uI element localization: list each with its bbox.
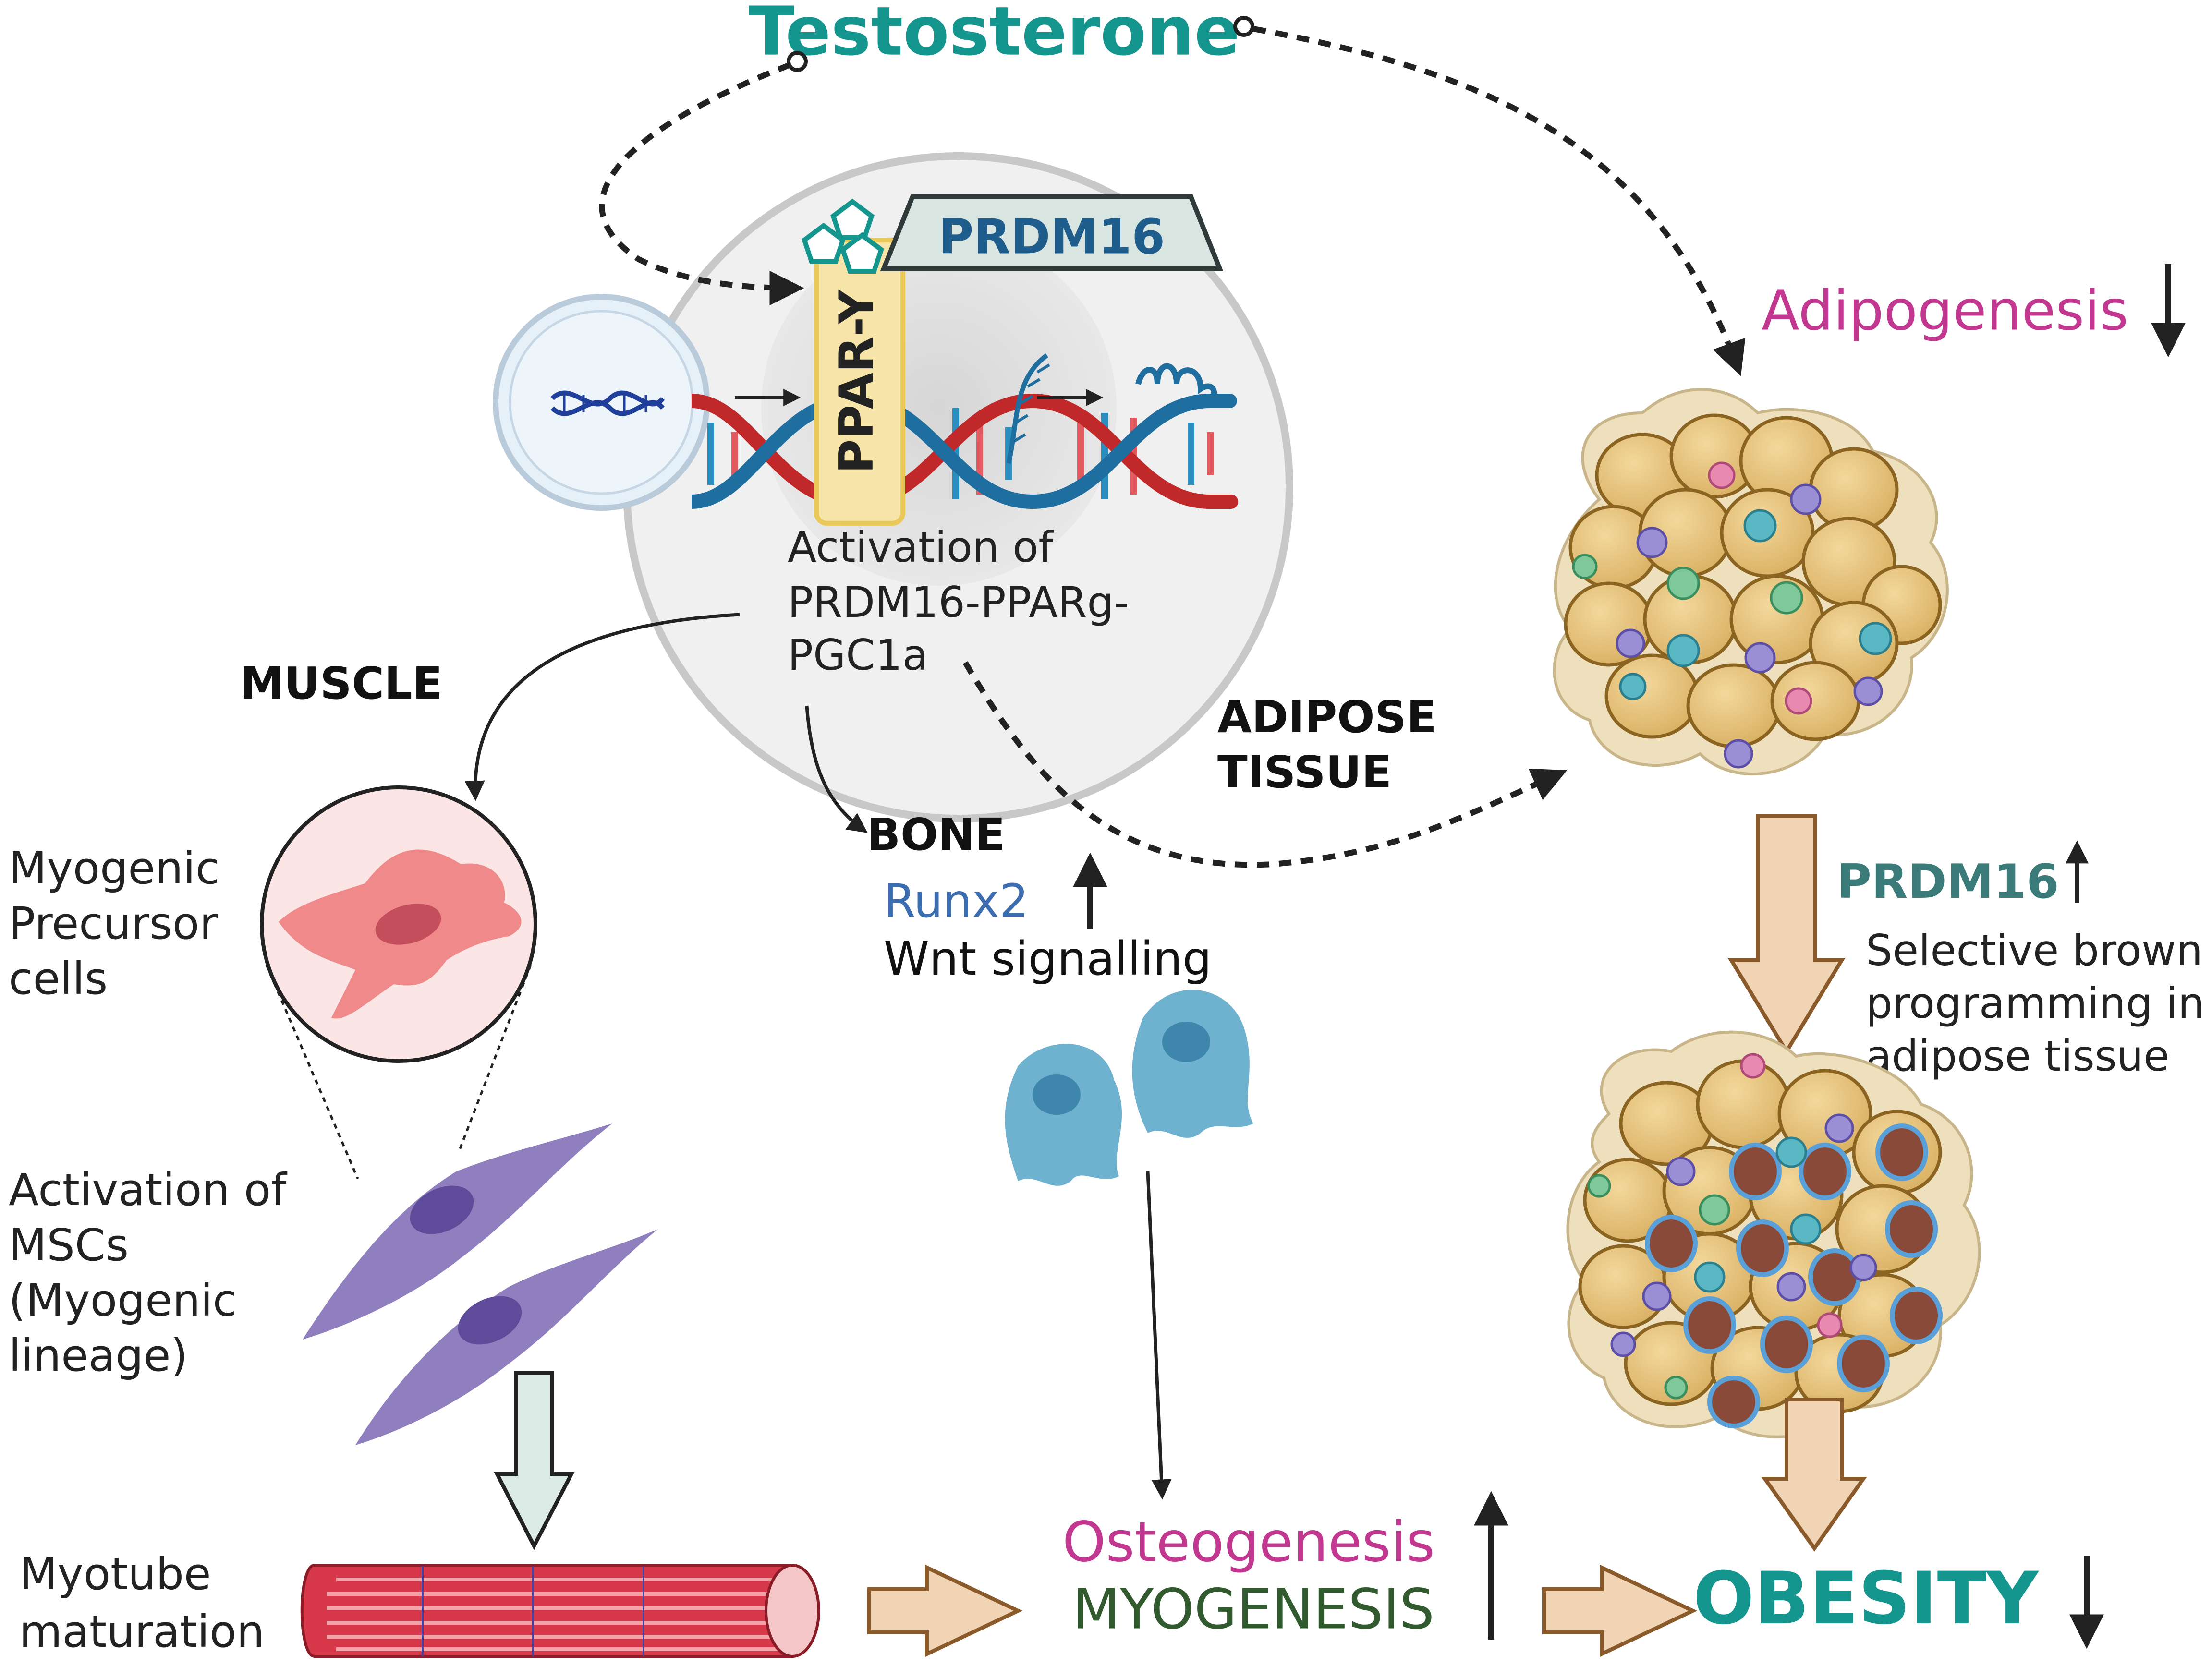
- adipose-label-1: ADIPOSE: [1217, 691, 1437, 743]
- adipogenesis-label: Adipogenesis: [1762, 279, 2128, 343]
- msc-text-3: (Myogenic: [9, 1275, 237, 1326]
- activation-text-1: Activation of: [788, 522, 1054, 572]
- myotube-text-2: maturation: [19, 1606, 265, 1657]
- dna-zoom-circle: [493, 294, 710, 511]
- arrow-myogenesis-to-obesity: [1542, 1564, 1698, 1657]
- activation-text-2: PRDM16-PPARg-: [788, 578, 1129, 627]
- obesity-label: OBESITY: [1693, 1557, 2039, 1641]
- arrow-myotube-to-myogenesis: [867, 1564, 1023, 1657]
- myotube-text-1: Myotube: [19, 1548, 211, 1600]
- brown-text-1: Selective brown: [1866, 926, 2203, 975]
- testosterone-left-node: [787, 51, 808, 72]
- arrow-bone-to-osteogenesis: [1146, 1171, 1172, 1500]
- activation-text-3: PGC1a: [788, 630, 928, 680]
- arrow-cell-to-muscle: [464, 613, 740, 801]
- arrow-adipose-browning: [1727, 814, 1846, 1055]
- adipose-tissue-brown: [1566, 1030, 1981, 1438]
- arrow-testosterone-to-adipogenesis: [1252, 26, 1746, 376]
- myogenic-precursor-circle: [260, 785, 537, 1063]
- ppar-label: PPAR-Y: [829, 289, 884, 473]
- dna-helix: [691, 353, 1239, 509]
- arrow-cell-to-adipose: [962, 661, 1568, 868]
- msc-text-2: MSCs: [9, 1219, 129, 1271]
- zoom-line-right: [457, 965, 532, 1153]
- myogenic-text-1: Myogenic: [9, 843, 220, 894]
- prdm16-box-label: PRDM16: [938, 208, 1165, 265]
- msc-text-1: Activation of: [9, 1164, 288, 1216]
- osteogenesis-label: Osteogenesis: [1062, 1510, 1435, 1575]
- ppar-gamma-receptor: PPAR-Y: [814, 238, 905, 526]
- arrow-cell-to-bone: [805, 705, 868, 833]
- myogenic-text-2: Precursor: [9, 898, 218, 949]
- msc-cells: [303, 1123, 658, 1445]
- brown-text-2: programming in: [1866, 978, 2205, 1028]
- adipose-label-2: TISSUE: [1217, 747, 1392, 798]
- testosterone-right-node: [1233, 16, 1254, 37]
- osteoblast-cells: [1005, 990, 1253, 1186]
- myogenesis-label: MYOGENESIS: [1072, 1578, 1434, 1642]
- myotube: [300, 1564, 820, 1658]
- arrow-msc-to-myotube: [494, 1371, 575, 1550]
- adipose-tissue-white: [1553, 388, 1949, 776]
- ligand-pentagons: [802, 198, 884, 274]
- wnt-label: Wnt signalling: [884, 932, 1212, 986]
- bone-label: BONE: [867, 809, 1005, 860]
- arrow-adipose-to-obesity: [1761, 1398, 1867, 1552]
- msc-text-4: lineage): [9, 1330, 188, 1381]
- brown-text-3: adipose tissue: [1866, 1031, 2169, 1081]
- muscle-label: MUSCLE: [240, 658, 443, 709]
- prdm16-coactivator: PRDM16: [880, 194, 1224, 271]
- prdm16-up-label: PRDM16: [1837, 855, 2059, 909]
- arrow-testosterone-to-ppar: [599, 62, 804, 305]
- runx2-label: Runx2: [884, 874, 1029, 928]
- zoom-line-left: [265, 965, 359, 1179]
- myogenic-text-3: cells: [9, 953, 108, 1004]
- testosterone-label: Testosterone: [748, 0, 1240, 71]
